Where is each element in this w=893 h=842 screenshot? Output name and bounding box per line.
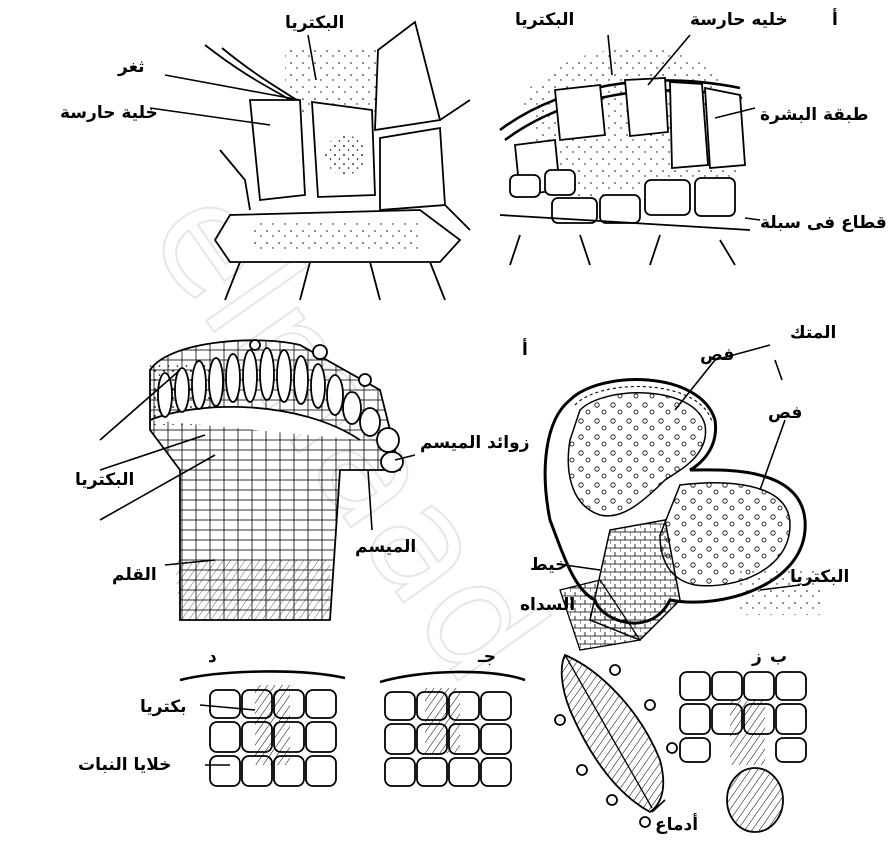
bacteria-mass (425, 688, 460, 753)
leaf-section-d (180, 671, 345, 786)
panel-letter-j: جـ (477, 647, 496, 667)
holly-leaf-exudates (555, 655, 677, 827)
sepal-section-diagram (500, 48, 750, 265)
leaf-section-j (380, 672, 525, 786)
mesophyll-cell (645, 180, 690, 215)
label-bacteria: البكتريا (285, 13, 344, 33)
leader-line (675, 360, 715, 410)
label-stigma: الميسم (355, 537, 416, 557)
leaf-blade (562, 655, 664, 812)
nucleus (325, 135, 365, 175)
cuticle (180, 671, 345, 680)
epidermal-cell (375, 22, 440, 130)
label-sepal-section: قطاع فى سبلة (760, 213, 887, 233)
cell-wall (205, 45, 290, 100)
epidermal-cell (705, 88, 745, 168)
exudate-drop (577, 765, 587, 775)
label-guard-cell: خلية حارسة (60, 103, 158, 123)
label-guard-cell: خليه حارسة (690, 10, 788, 30)
exudate-drop (555, 715, 565, 725)
panel-letter: أ (522, 338, 528, 360)
label-stoma: ثغر (117, 57, 145, 77)
bacteria-mass (730, 700, 765, 765)
panel-letter-z: ز (751, 647, 762, 667)
label-plant-cells: خلايا النبات (78, 755, 171, 775)
nectary-section-diagram (205, 22, 470, 300)
label-anther: المتك (790, 323, 836, 343)
label-style: القلم (112, 565, 157, 585)
label-stamen: السداه (520, 595, 575, 615)
epidermal-cell (670, 82, 708, 168)
label-bacteria: بكتريا (140, 697, 187, 717)
style-hatch (175, 560, 330, 620)
leader-line (745, 218, 760, 220)
epidermal-cell (380, 128, 445, 210)
mesophyll-cell (695, 178, 735, 216)
label-filament: خيط (530, 555, 567, 575)
tissue-stipple (250, 222, 420, 252)
mesophyll-cell (545, 170, 575, 195)
label-lobe: فص (768, 403, 802, 423)
guard-cell-left (250, 100, 305, 200)
label-bacteria: البكتريا (790, 567, 849, 587)
exudate-drop (610, 665, 620, 675)
label-epidermis: طبقة البشرة (760, 105, 868, 125)
guard-cell (625, 78, 668, 136)
mesophyll-cell (600, 195, 640, 223)
label-exudates: أدماع (655, 813, 698, 835)
exudate-drop (607, 795, 617, 805)
panel-letter: أ (832, 8, 838, 30)
panel-letter-b: ب (770, 647, 787, 667)
exudate-drop (667, 743, 677, 753)
mesophyll-cell (510, 175, 540, 197)
exudate-drop (640, 817, 650, 827)
label-bacteria: البكتريا (75, 470, 134, 490)
label-bacteria: البكتريا (515, 10, 574, 30)
label-lobe: فص (700, 345, 734, 365)
leader-line (775, 360, 782, 380)
bacterial-ooze (727, 768, 783, 832)
leaf-section-zb (680, 672, 806, 832)
label-stigma-papillae: زوائد الميسم (420, 433, 529, 453)
bacteria-mass (255, 685, 290, 765)
leader-line (165, 75, 300, 100)
panel-letter-d: د (208, 647, 217, 667)
exudate-drop (645, 700, 655, 710)
guard-cell (555, 85, 605, 140)
lower-walls (500, 215, 750, 265)
